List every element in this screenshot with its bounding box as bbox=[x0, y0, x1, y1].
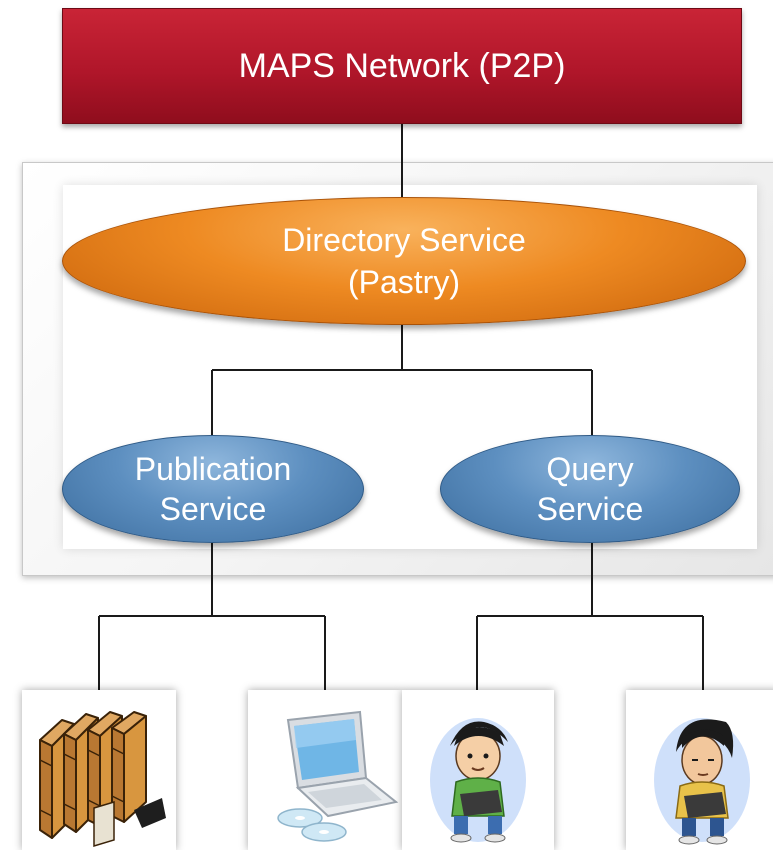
publication-service-label-line1: Publication bbox=[134, 451, 292, 487]
books-icon bbox=[39, 711, 166, 848]
maps-network-box: MAPS Network (P2P) bbox=[62, 8, 742, 124]
user-with-laptop-icon bbox=[430, 718, 526, 843]
publication-service-label-line2: Service bbox=[159, 491, 267, 527]
laptop-resource-card bbox=[248, 690, 402, 850]
books-resource-card bbox=[22, 690, 176, 850]
user2-resource-card bbox=[626, 690, 773, 850]
query-service-label-line2: Service bbox=[536, 491, 644, 527]
user1-resource-card bbox=[402, 690, 554, 850]
laptop-icon bbox=[277, 710, 399, 842]
directory-service-label: Directory Service bbox=[282, 222, 526, 258]
directory-service-sublabel: (Pastry) bbox=[347, 264, 460, 300]
user-with-laptop-icon bbox=[654, 718, 750, 845]
maps-network-label: MAPS Network (P2P) bbox=[238, 46, 566, 85]
publication-service-node: Publication Service bbox=[62, 435, 364, 543]
directory-service-node: Directory Service (Pastry) bbox=[62, 197, 746, 325]
query-service-node: Query Service bbox=[440, 435, 740, 543]
query-service-label-line1: Query bbox=[546, 451, 634, 487]
